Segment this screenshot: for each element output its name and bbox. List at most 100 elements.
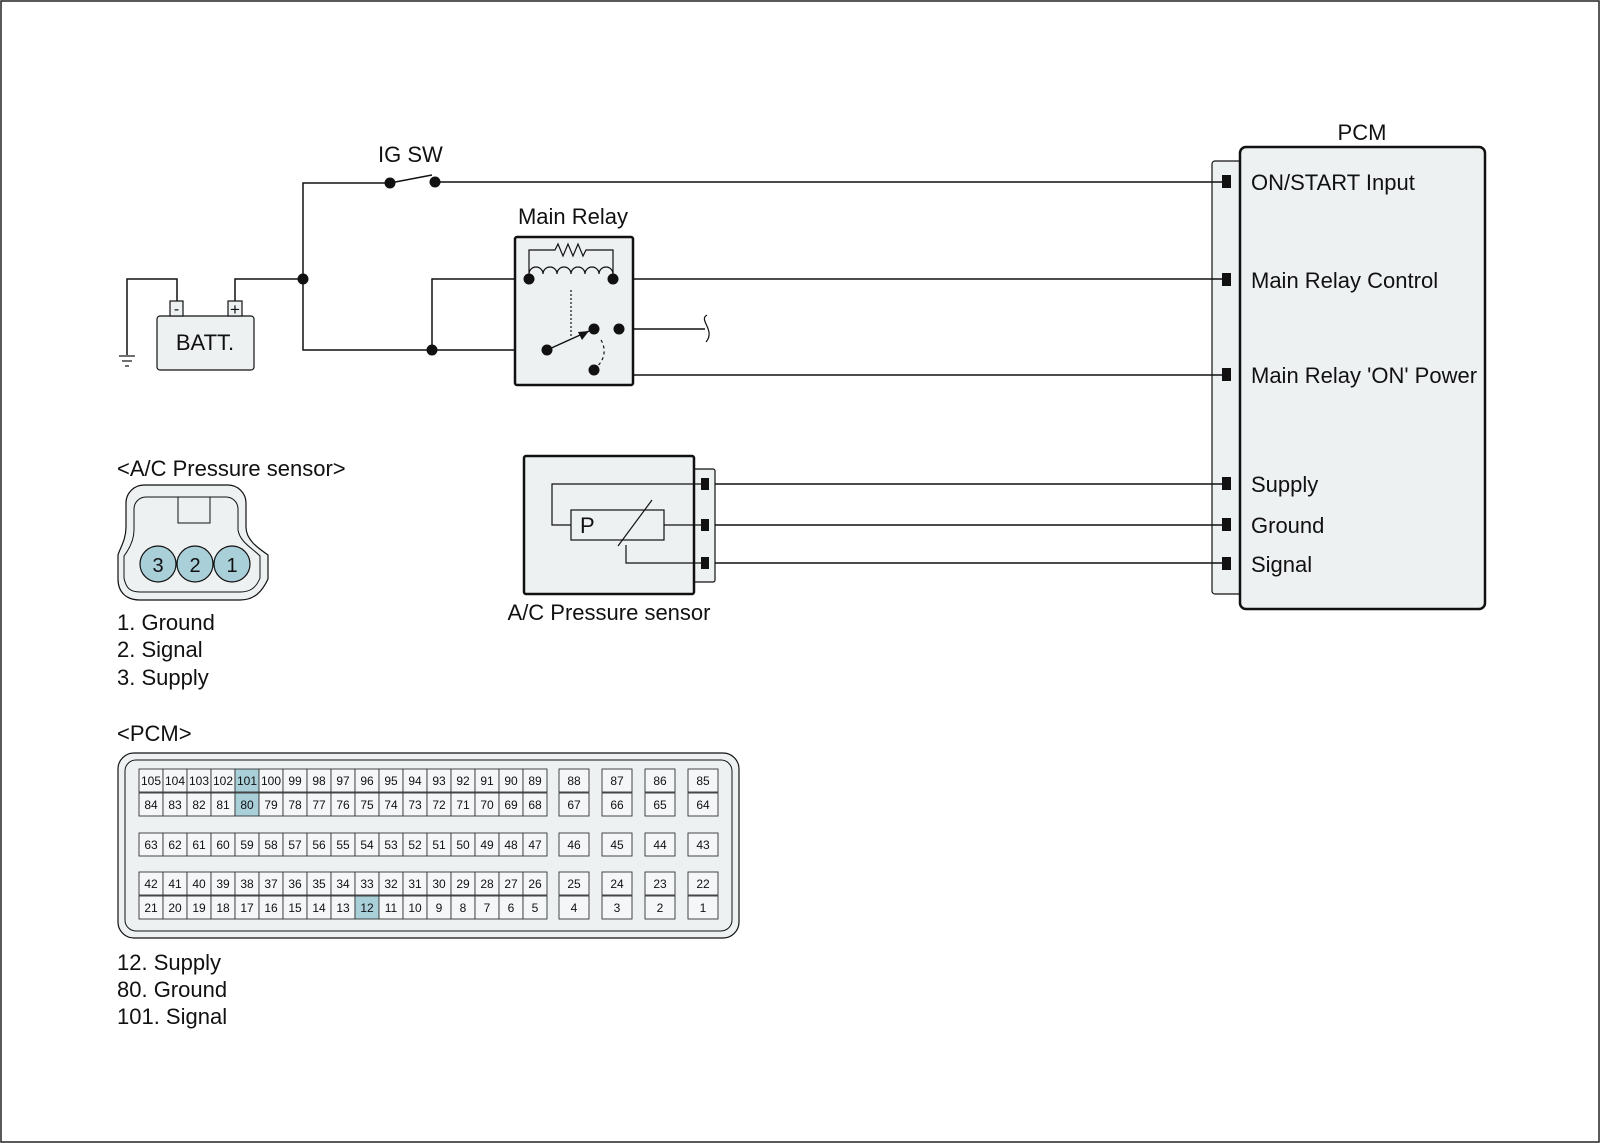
pcm-pin-number: 72 bbox=[432, 798, 446, 812]
pcm-pin-number: 71 bbox=[456, 798, 470, 812]
pcm-terminal bbox=[1222, 175, 1231, 188]
pcm-pin-number: 46 bbox=[567, 838, 581, 852]
main-relay: Main Relay bbox=[513, 204, 635, 387]
battery-body bbox=[156, 315, 255, 371]
pcm-pin-number: 33 bbox=[360, 877, 374, 891]
pcm-legend-item: 80. Ground bbox=[117, 977, 227, 1002]
pcm-pin-number: 91 bbox=[480, 774, 494, 788]
pcm-pin-number: 21 bbox=[144, 901, 158, 915]
ac-pressure-sensor: P A/C Pressure sensor bbox=[508, 454, 716, 625]
pcm-pin-number: 88 bbox=[567, 774, 581, 788]
wire-break-symbol bbox=[703, 314, 710, 343]
pcm-pin-number: 84 bbox=[144, 798, 158, 812]
pcm-pin-number: 32 bbox=[384, 877, 398, 891]
pcm-pin-cell bbox=[644, 792, 676, 817]
pcm-pin-number: 99 bbox=[288, 774, 302, 788]
pcm-pin-number: 70 bbox=[480, 798, 494, 812]
ig-switch-contact bbox=[429, 176, 441, 188]
relay-coil-terminal bbox=[523, 273, 535, 285]
pcm-pin-cell bbox=[522, 792, 548, 817]
pcm-pin-number: 80 bbox=[240, 798, 254, 812]
pcm-pin-number: 102 bbox=[213, 774, 233, 788]
pcm-pin-number: 85 bbox=[696, 774, 710, 788]
pcm-pin-number: 105 bbox=[141, 774, 161, 788]
pcm-pin-number: 8 bbox=[460, 901, 467, 915]
pcm-pin-cell bbox=[644, 871, 676, 896]
pcm-pin-number: 30 bbox=[432, 877, 446, 891]
pcm-pin-number: 17 bbox=[240, 901, 254, 915]
pcm-pin-number: 57 bbox=[288, 838, 302, 852]
pcm-block: PCM ON/START Input Main Relay Control Ma… bbox=[1211, 120, 1487, 611]
wires bbox=[126, 181, 1222, 564]
pcm-pin-cell bbox=[601, 832, 633, 857]
pcm-pin-main-relay-on-power: Main Relay 'ON' Power bbox=[1251, 363, 1477, 388]
pcm-pin-number: 43 bbox=[696, 838, 710, 852]
sensor-connector-view: <A/C Pressure sensor> 3 2 1 1. Ground 2.… bbox=[117, 456, 346, 690]
pcm-pin-number: 60 bbox=[216, 838, 230, 852]
pcm-pin-cell bbox=[687, 895, 719, 920]
relay-contact-no bbox=[588, 323, 600, 335]
pcm-pin-number: 7 bbox=[484, 901, 491, 915]
sensor-terminal bbox=[701, 557, 709, 569]
sensor-pin-1 bbox=[213, 545, 251, 583]
main-relay-body bbox=[513, 235, 635, 387]
pcm-pin-number: 67 bbox=[567, 798, 581, 812]
pcm-terminal bbox=[1222, 368, 1231, 381]
pressure-element-arrow bbox=[617, 499, 653, 547]
pcm-pin-supply: Supply bbox=[1251, 472, 1318, 497]
pcm-pin-number: 45 bbox=[610, 838, 624, 852]
ig-switch: IG SW bbox=[378, 142, 443, 189]
pcm-pin-number: 20 bbox=[168, 901, 182, 915]
pcm-pin-number: 55 bbox=[336, 838, 350, 852]
pcm-pin-number: 65 bbox=[653, 798, 667, 812]
pcm-pin-cell bbox=[601, 768, 633, 793]
pcm-pin-number: 35 bbox=[312, 877, 326, 891]
pcm-pin-number: 50 bbox=[456, 838, 470, 852]
pcm-pin-number: 92 bbox=[456, 774, 470, 788]
pcm-pin-cell bbox=[558, 895, 590, 920]
sensor-pin-label: 3 bbox=[152, 555, 163, 577]
pcm-pin-number: 86 bbox=[653, 774, 667, 788]
pcm-pin-number: 1 bbox=[700, 901, 707, 915]
pcm-pin-number: 36 bbox=[288, 877, 302, 891]
sensor-terminal bbox=[701, 478, 709, 490]
ig-switch-contact bbox=[384, 177, 396, 189]
pcm-pin-cell bbox=[601, 792, 633, 817]
relay-contact-no bbox=[613, 323, 625, 335]
pcm-pin-cell bbox=[687, 792, 719, 817]
pcm-pin-number: 2 bbox=[657, 901, 664, 915]
pcm-pin-number: 98 bbox=[312, 774, 326, 788]
pcm-pin-number: 78 bbox=[288, 798, 302, 812]
battery-neg-terminal bbox=[169, 300, 184, 317]
pcm-pin-number: 96 bbox=[360, 774, 374, 788]
battery: - + BATT. bbox=[119, 300, 255, 371]
pcm-pin-cell bbox=[522, 768, 548, 793]
battery-pos-terminal bbox=[227, 300, 243, 317]
relay-contact-nc bbox=[588, 364, 600, 376]
pcm-pin-cell bbox=[558, 792, 590, 817]
pcm-pin-number: 68 bbox=[528, 798, 542, 812]
pcm-pin-number: 5 bbox=[532, 901, 539, 915]
sensor-pin-label: 2 bbox=[189, 555, 200, 577]
pcm-pin-number: 103 bbox=[189, 774, 209, 788]
pcm-pin-number: 87 bbox=[610, 774, 624, 788]
pcm-pin-number: 81 bbox=[216, 798, 230, 812]
sensor-label: A/C Pressure sensor bbox=[508, 600, 711, 625]
pcm-pin-number: 44 bbox=[653, 838, 667, 852]
pcm-pin-number: 77 bbox=[312, 798, 326, 812]
pcm-pin-cell bbox=[558, 768, 590, 793]
ig-switch-label: IG SW bbox=[378, 142, 443, 167]
pcm-pin-number: 73 bbox=[408, 798, 422, 812]
pcm-pin-number: 59 bbox=[240, 838, 254, 852]
pcm-terminal bbox=[1222, 477, 1231, 490]
pcm-pin-number: 13 bbox=[336, 901, 350, 915]
pcm-pin-number: 61 bbox=[192, 838, 206, 852]
ig-switch-blade bbox=[389, 174, 433, 184]
sensor-pin-3 bbox=[139, 545, 177, 583]
pcm-pin-number: 54 bbox=[360, 838, 374, 852]
pcm-pin-number: 89 bbox=[528, 774, 542, 788]
pcm-pin-number: 29 bbox=[456, 877, 470, 891]
pcm-pin-on-start-input: ON/START Input bbox=[1251, 170, 1415, 195]
pressure-element-label: P bbox=[580, 513, 595, 538]
